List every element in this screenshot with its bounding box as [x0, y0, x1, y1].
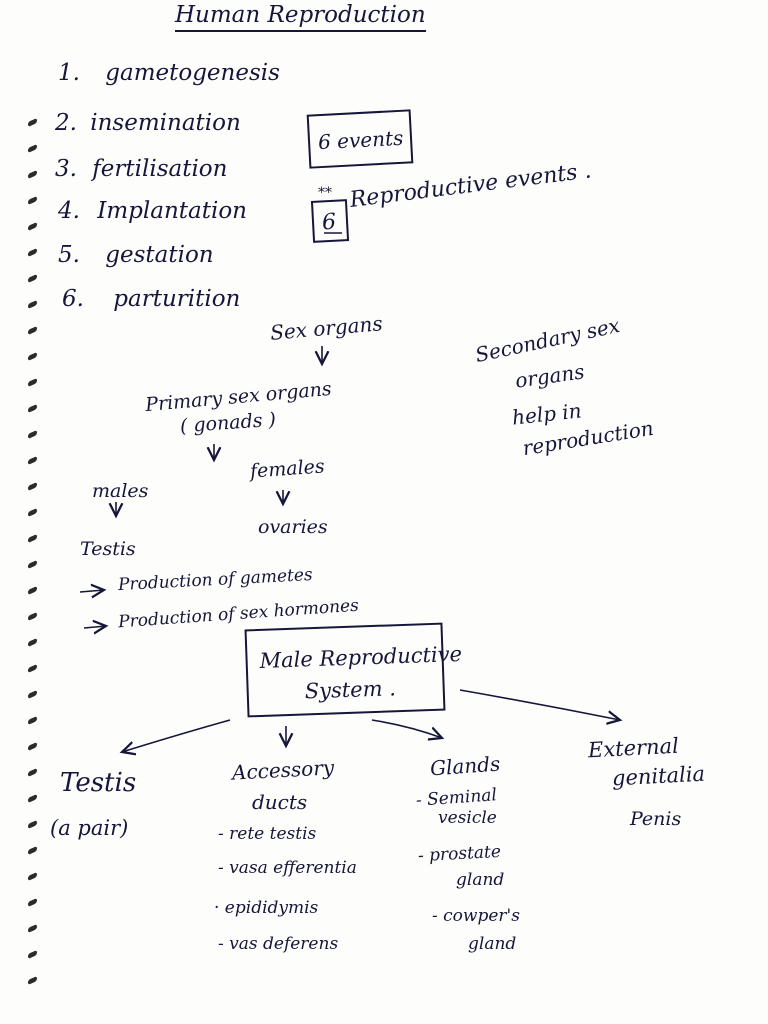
gland-item: vesicle [438, 808, 497, 828]
event-item-6: 6. parturition [62, 288, 240, 311]
gland-item: gland [456, 870, 505, 890]
gland-item: - cowper's [432, 906, 520, 926]
event-name: fertilisation [92, 156, 228, 182]
event-number: 1. [58, 60, 80, 86]
event-name: parturition [113, 286, 241, 312]
arrow-hormones [83, 626, 106, 628]
ovaries-label: ovaries [258, 516, 328, 538]
duct-item: - vas deferens [218, 934, 339, 954]
penis-label: Penis [630, 808, 682, 830]
males-label: males [92, 480, 149, 502]
duct-item: - rete testis [218, 824, 317, 844]
duct-item: - vasa efferentia [218, 858, 357, 878]
event-name: insemination [90, 110, 241, 136]
event-number: 5. [58, 242, 80, 268]
page-title: Human Reproduction [175, 4, 426, 32]
arrow-to-external [459, 689, 620, 720]
event-number: 3. [55, 156, 77, 182]
testis-label: Testis [80, 538, 136, 560]
branch-testis-label: Testis [60, 768, 137, 798]
arrow-to-testis [122, 719, 231, 752]
testis-pair-note: (a pair) [50, 816, 129, 840]
event-item-3: 3. fertilisation [55, 158, 227, 181]
gland-item: gland [468, 934, 517, 954]
event-item-5: 5. gestation [58, 244, 214, 267]
double-star-mark: ** [318, 185, 332, 201]
event-item-2: 2. insemination [55, 112, 241, 135]
arrow-to-glands [371, 719, 442, 738]
event-item-4: 4. Implantation [58, 200, 247, 223]
event-name: gestation [105, 242, 214, 268]
event-item-1: 1. gametogenesis [58, 62, 280, 85]
event-number: 4. [58, 198, 80, 224]
arrow-gametes [79, 590, 104, 592]
duct-item: · epididymis [214, 898, 319, 918]
event-number: 6. [62, 286, 84, 312]
accessory-ducts-title2: ducts [252, 790, 308, 814]
event-name: gametogenesis [105, 60, 280, 86]
event-number: 2. [55, 110, 77, 136]
event-name: Implantation [97, 198, 247, 224]
